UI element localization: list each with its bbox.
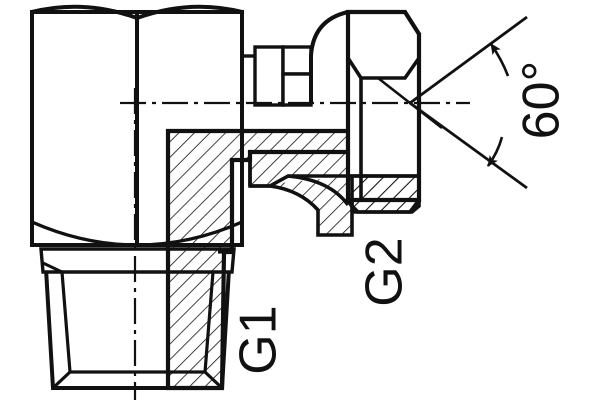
- angle-dimension-lines: [377, 15, 528, 190]
- thread-label-g1: G1: [230, 305, 288, 374]
- angle-label-60-degrees: 60°: [513, 61, 571, 140]
- label-g2: G2: [356, 237, 414, 306]
- label-angle: 60°: [513, 61, 571, 140]
- label-g1: G1: [230, 305, 288, 374]
- right-hex-nut: [345, 9, 422, 214]
- thread-label-g2: G2: [356, 237, 414, 306]
- center-thread-detail: [240, 10, 349, 107]
